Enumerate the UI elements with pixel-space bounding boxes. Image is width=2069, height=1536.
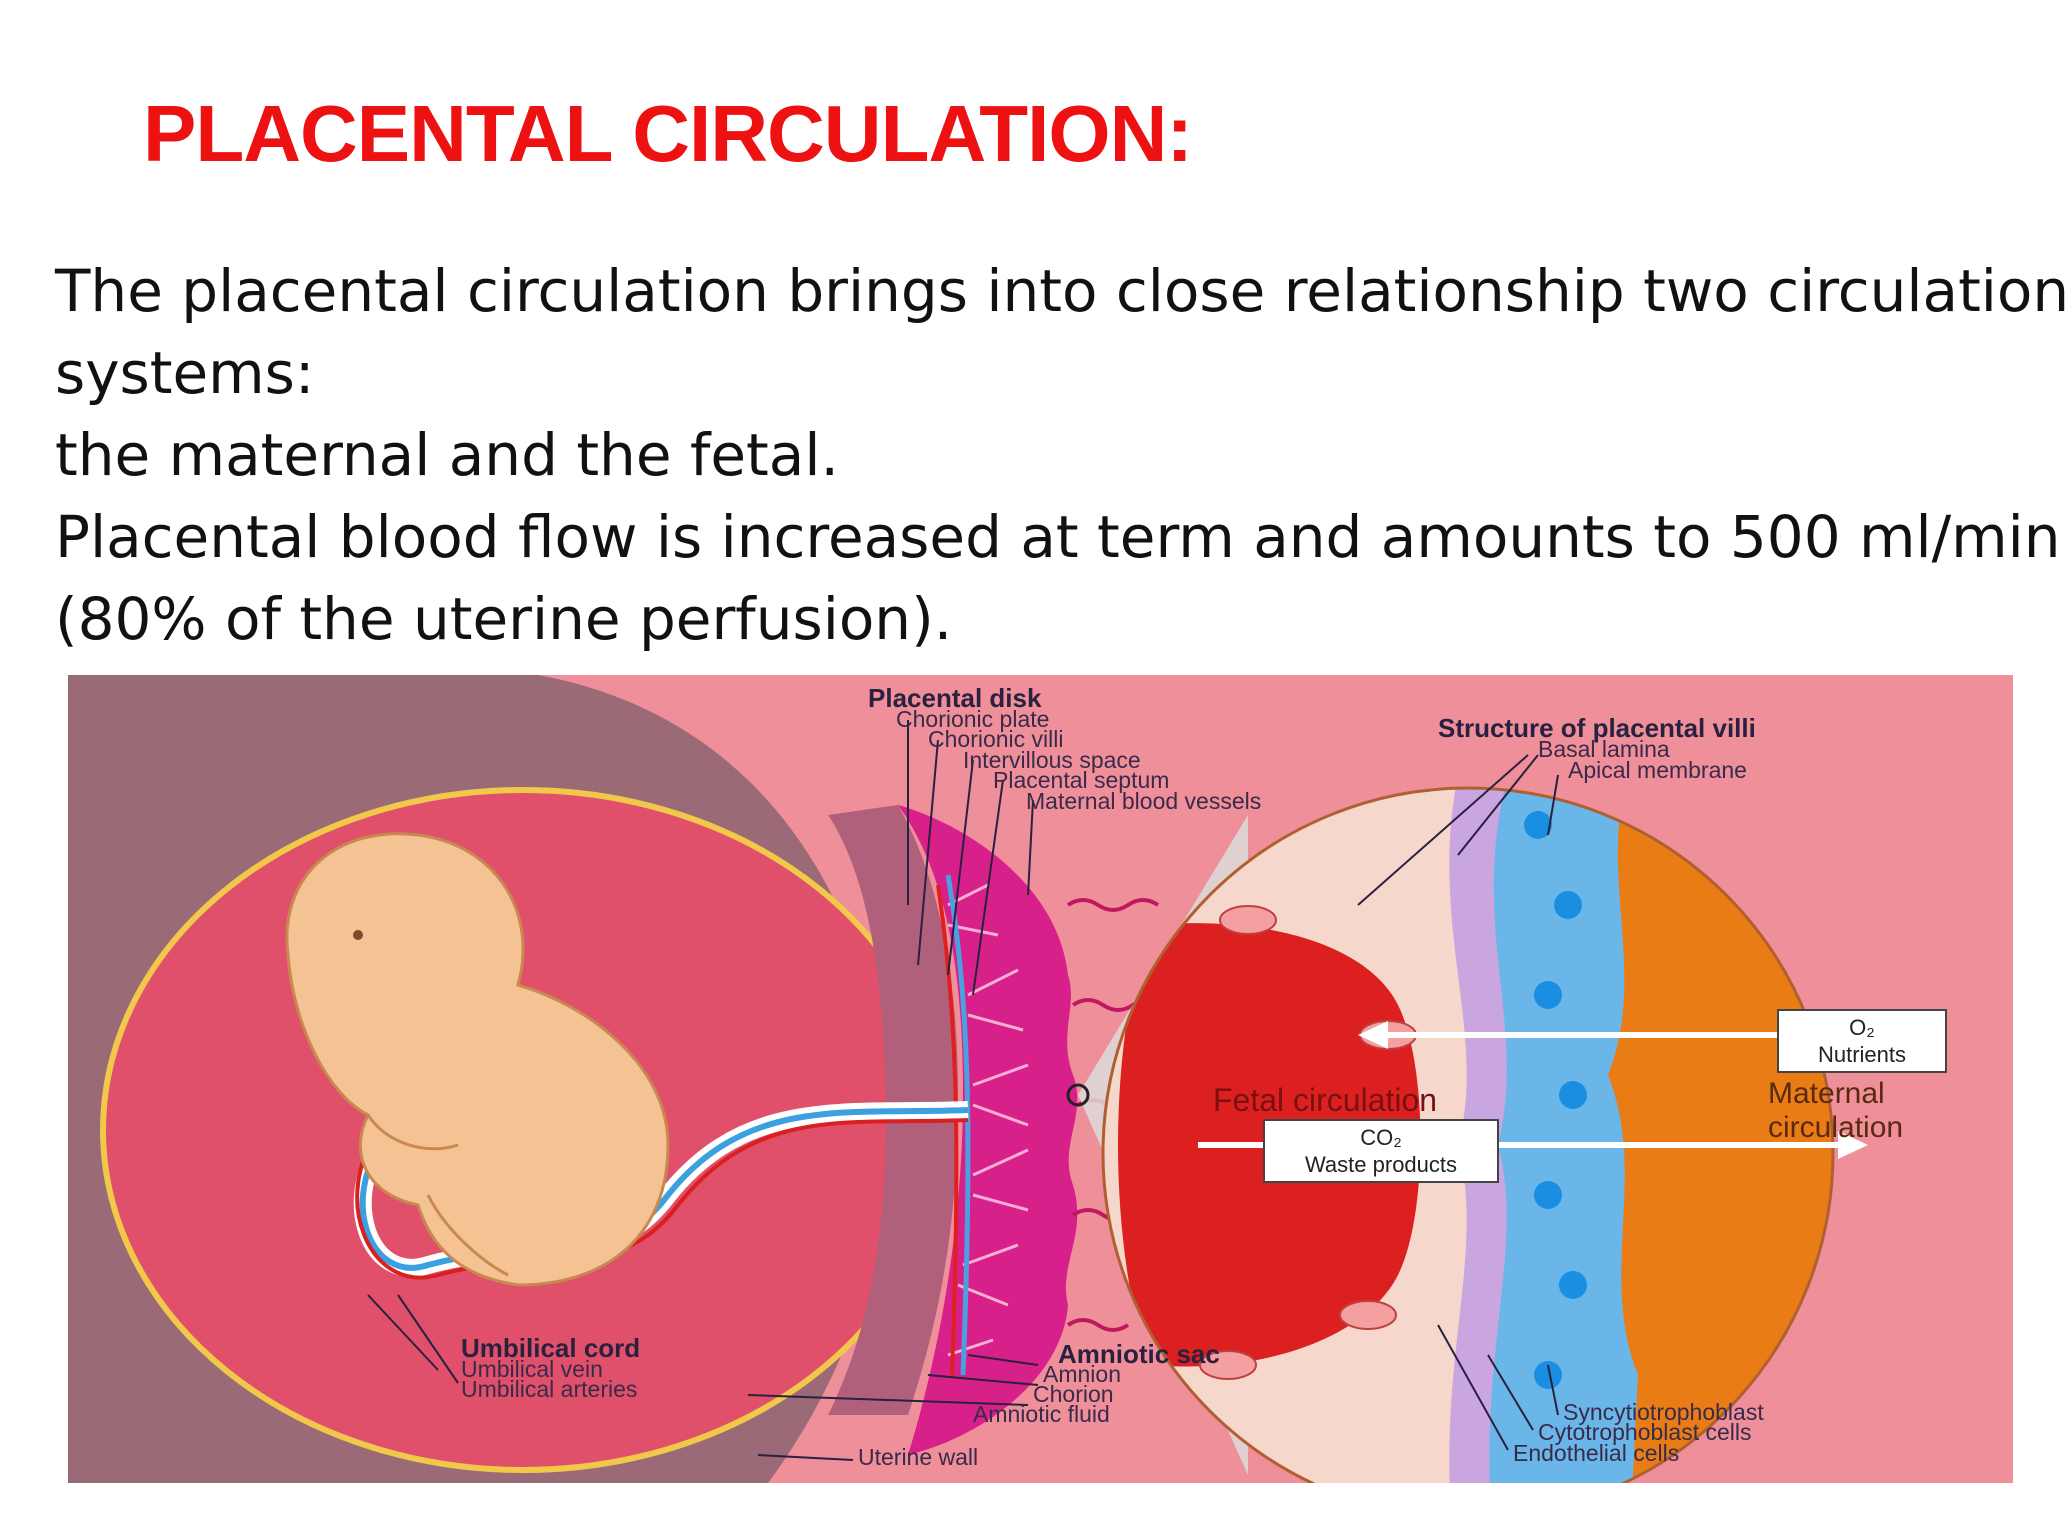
co2-label: CO₂ bbox=[1360, 1125, 1402, 1150]
amniotic-sac-heading: Amniotic sac bbox=[1058, 1339, 1220, 1369]
fetus bbox=[285, 832, 670, 1287]
waste-products-box bbox=[1263, 1119, 1499, 1183]
chorion-label: Chorion bbox=[1033, 1381, 1114, 1407]
syncytiotrophoblast-label: Syncytiotrophoblast bbox=[1563, 1399, 1764, 1425]
waste-products-label: Waste products bbox=[1305, 1152, 1457, 1177]
placental-disk-heading: Placental disk bbox=[868, 683, 1042, 713]
body-line: Placental blood flow is increased at ter… bbox=[55, 503, 2061, 571]
maternal-circulation-label-line2: circulation bbox=[1768, 1111, 1903, 1144]
umbilical-arteries-label: Umbilical arteries bbox=[461, 1376, 637, 1402]
amnion-label: Amnion bbox=[1043, 1361, 1121, 1387]
chorionic-villi-label: Chorionic villi bbox=[928, 726, 1063, 752]
umbilical-vein-label: Umbilical vein bbox=[461, 1356, 603, 1382]
label-leader-lines bbox=[367, 720, 1559, 1461]
umbilical-cord-heading: Umbilical cord bbox=[461, 1333, 640, 1363]
nutrients-arrowhead bbox=[1358, 1021, 1388, 1049]
nutrients-label: Nutrients bbox=[1818, 1042, 1906, 1067]
apical-membrane-label: Apical membrane bbox=[1568, 757, 1747, 783]
membrane-cells bbox=[1524, 811, 1587, 1389]
amniotic-fluid-label: Amniotic fluid bbox=[973, 1401, 1110, 1427]
endothelial-cells-label: Endothelial cells bbox=[1513, 1440, 1679, 1466]
chorionic-plate-label: Chorionic plate bbox=[896, 706, 1049, 732]
oxygen-label: O₂ bbox=[1849, 1015, 1875, 1040]
basal-lamina-label: Basal lamina bbox=[1538, 736, 1670, 762]
body-line: systems: bbox=[55, 339, 315, 407]
placental-fetal-vessel bbox=[936, 884, 959, 1376]
magnifier-origin bbox=[1066, 1083, 1090, 1107]
placental-disk bbox=[898, 805, 1078, 1455]
body-line: The placental circulation brings into cl… bbox=[55, 257, 2069, 325]
body-line: the maternal and the fetal. bbox=[55, 421, 839, 489]
slide-body: The placental circulation brings into cl… bbox=[55, 250, 2069, 660]
placental-fetal-vessel bbox=[945, 874, 971, 1376]
maternal-blood-vessels-label: Maternal blood vessels bbox=[1026, 788, 1261, 814]
chorionic-villi bbox=[947, 883, 1029, 1357]
cytotrophoblast-label: Cytotrophoblast cells bbox=[1538, 1419, 1752, 1445]
waste-arrowhead bbox=[1838, 1131, 1868, 1159]
nutrients-box bbox=[1777, 1009, 1947, 1073]
maternal-circulation-label-line1: Maternal bbox=[1768, 1077, 1885, 1110]
slide-title: PLACENTAL CIRCULATION: bbox=[143, 89, 1193, 178]
magnified-villus-outline bbox=[1101, 786, 1835, 1483]
intervillous-space-label: Intervillous space bbox=[963, 747, 1141, 773]
placental-circulation-diagram: Placental disk Chorionic plate Chorionic… bbox=[68, 675, 2013, 1483]
uterine-wall-label: Uterine wall bbox=[858, 1444, 978, 1470]
placental-septum-label: Placental septum bbox=[993, 767, 1169, 793]
villi-structure-heading: Structure of placental villi bbox=[1438, 713, 1756, 743]
body-line: (80% of the uterine perfusion). bbox=[55, 585, 953, 653]
fetal-circulation-label: Fetal circulation bbox=[1213, 1082, 1437, 1118]
